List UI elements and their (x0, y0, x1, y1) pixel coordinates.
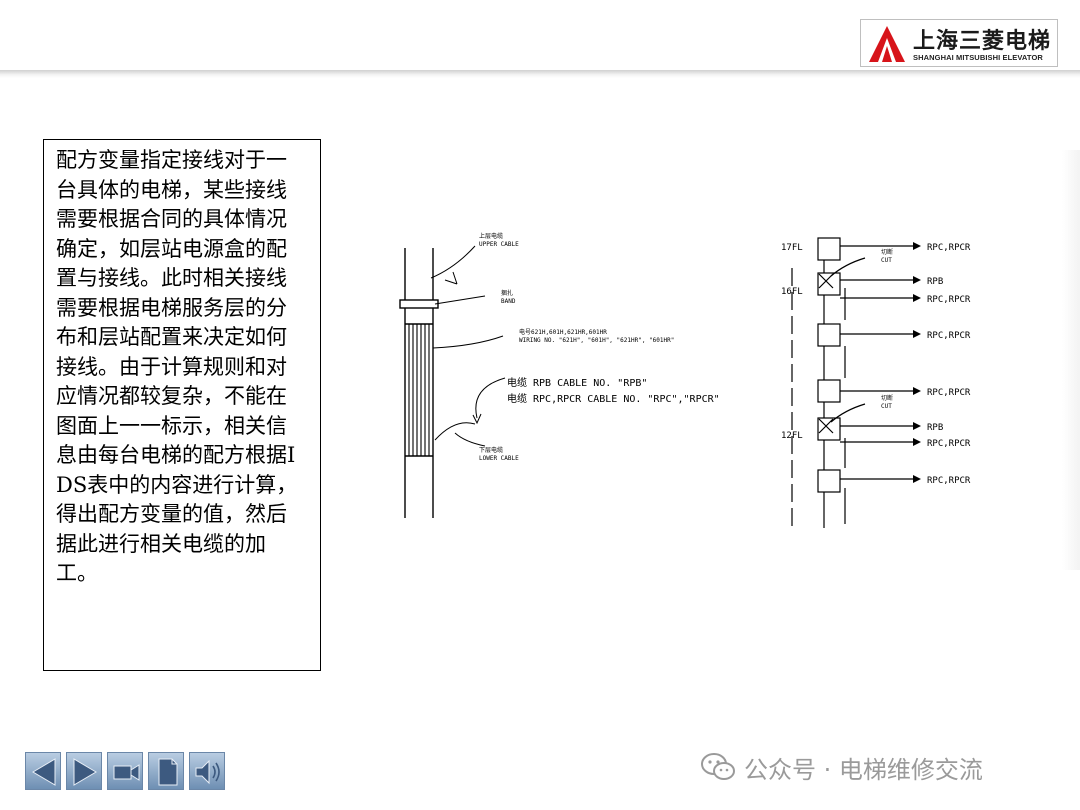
floor-16-label: 16FL (781, 287, 803, 297)
explanation-text: 配方变量指定接线对于一台具体的电梯，某些接线需要根据合同的具体情况确定，如层站电… (56, 148, 298, 585)
output-rpb-16: RPB (927, 277, 943, 287)
output-rpc-rpcr-12: RPC,RPCR (927, 439, 971, 449)
band-cn-label: 捆扎 (501, 289, 513, 297)
upper-cable-cn-label: 上层电缆 (479, 232, 503, 240)
wiring-en-label: WIRING NO. "621H", "601H", "621HR", "601… (519, 337, 674, 344)
video-button[interactable] (107, 752, 143, 790)
cable-rpb-label: 电缆 RPB CABLE NO. "RPB" (507, 376, 647, 389)
lower-cable-en-label: LOWER CABLE (479, 455, 519, 462)
output-rpc-rpcr-11: RPC,RPCR (927, 476, 971, 486)
output-rpc-rpcr-16: RPC,RPCR (927, 295, 971, 305)
sound-button[interactable] (189, 752, 225, 790)
previous-slide-button[interactable] (25, 752, 61, 790)
triangle-right-icon (73, 758, 97, 786)
lower-cable-cn-label: 下层电缆 (479, 446, 503, 454)
cut-en-label-lower: CUT (881, 403, 892, 410)
upper-cable-en-label: UPPER CABLE (479, 241, 519, 248)
speaker-icon (195, 759, 220, 785)
cut-cn-label-upper: 切断 (881, 248, 893, 256)
triangle-left-icon (32, 758, 56, 786)
document-button[interactable] (148, 752, 184, 790)
document-icon (158, 758, 178, 786)
logo-chinese-name: 上海三菱电梯 (913, 29, 1052, 54)
band-en-label: BAND (501, 298, 516, 305)
cable-rpc-label: 电缆 RPC,RPCR CABLE NO. "RPC","RPCR" (507, 392, 720, 405)
next-slide-button[interactable] (66, 752, 102, 790)
cut-cn-label-lower: 切断 (881, 394, 893, 402)
wiring-cn-label: 电号621H,601H,621HR,601HR (519, 328, 607, 336)
floor-12-label: 12FL (781, 431, 803, 441)
watermark-text: 公众号 · 电梯维修交流 (744, 755, 983, 784)
floor-junction-diagram: 17FL 16FL 12FL RPC,RPCR RPB RPC,RPCR RPC… (781, 237, 971, 528)
floor-17-label: 17FL (781, 243, 803, 253)
output-rpc-rpcr-13: RPC,RPCR (927, 388, 971, 398)
header-divider (0, 70, 1080, 78)
output-rpc-rpcr-15: RPC,RPCR (927, 331, 971, 341)
company-logo: 上海三菱电梯 SHANGHAI MITSUBISHI ELEVATOR (860, 19, 1058, 67)
watermark: 公众号 · 电梯维修交流 (700, 750, 983, 784)
slide-edge-shadow (1062, 150, 1080, 570)
explanation-text-box: 配方变量指定接线对于一台具体的电梯，某些接线需要根据合同的具体情况确定，如层站电… (43, 139, 321, 671)
logo-english-name: SHANGHAI MITSUBISHI ELEVATOR (913, 53, 1043, 62)
output-rpb-12: RPB (927, 423, 943, 433)
wechat-icon (701, 753, 735, 780)
slide-navigation (25, 752, 225, 790)
output-rpc-rpcr-17: RPC,RPCR (927, 243, 971, 253)
mitsubishi-triangle-icon (869, 26, 905, 62)
trailing-cable-drawing (399, 245, 506, 518)
wiring-diagram: 上层电缆 UPPER CABLE 捆扎 BAND 电号621H,601H,621… (399, 232, 971, 528)
video-camera-icon (113, 764, 140, 781)
cut-en-label-upper: CUT (881, 257, 892, 264)
